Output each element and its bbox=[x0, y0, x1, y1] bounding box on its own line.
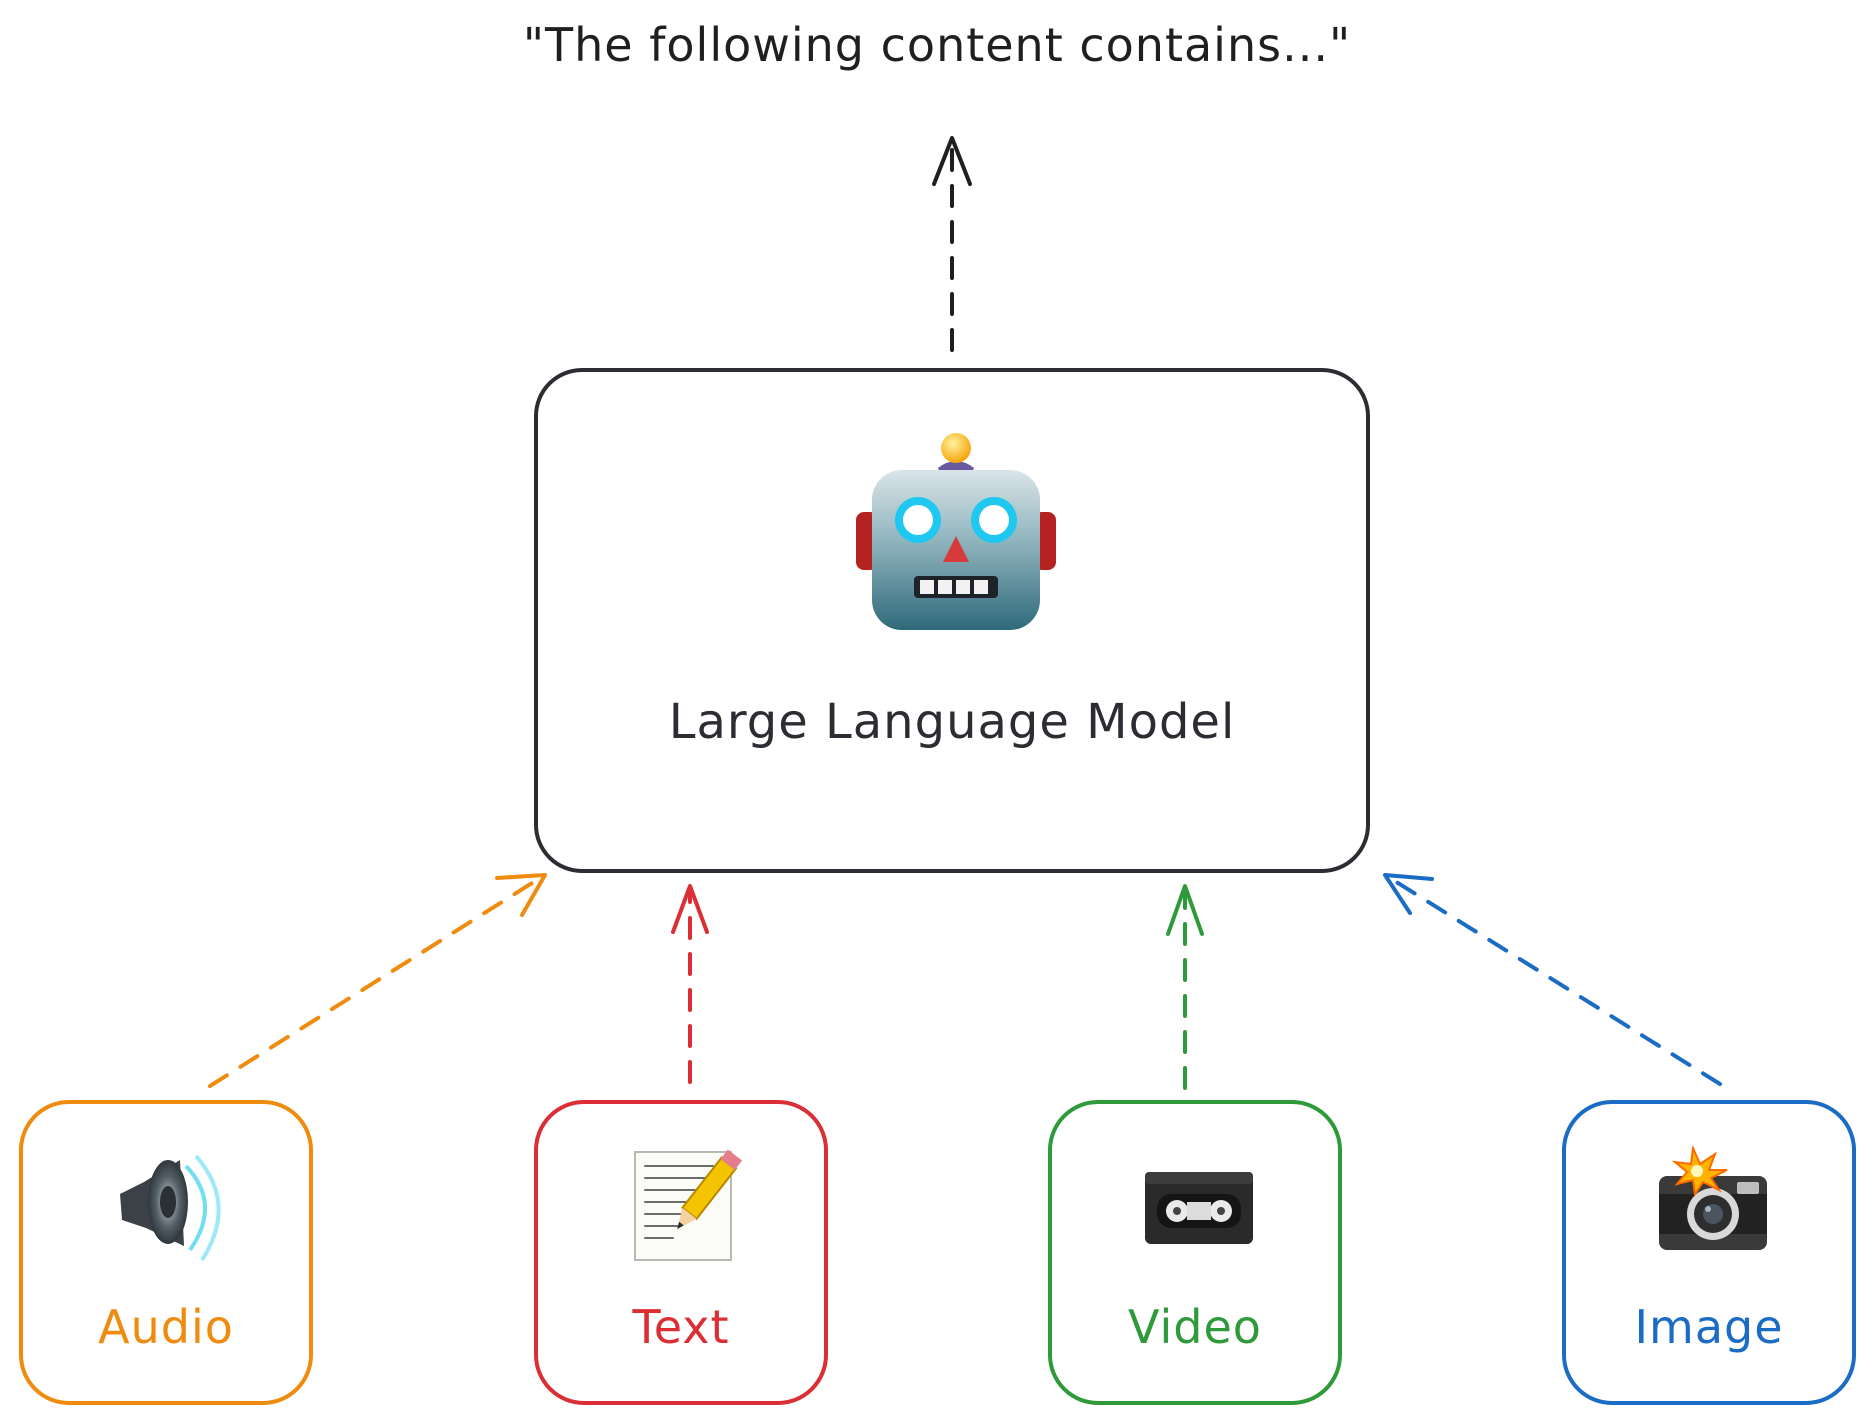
videocassette-icon bbox=[1145, 1172, 1253, 1244]
output-arrow bbox=[932, 136, 972, 352]
image-arrow bbox=[1383, 873, 1722, 1086]
input-label-video: Video bbox=[1128, 1300, 1262, 1354]
text-arrow bbox=[671, 884, 709, 1084]
llm-label: Large Language Model bbox=[668, 694, 1236, 750]
memo-pencil-icon bbox=[634, 1149, 743, 1261]
speaker-icon bbox=[120, 1154, 221, 1262]
audio-arrow bbox=[208, 873, 547, 1088]
video-arrow bbox=[1166, 884, 1204, 1090]
input-box-image: Image bbox=[1562, 1100, 1856, 1405]
input-box-text: Text bbox=[534, 1100, 828, 1405]
input-box-audio: Audio bbox=[19, 1100, 313, 1405]
output-text: "The following content contains..." bbox=[522, 18, 1352, 72]
input-label-audio: Audio bbox=[98, 1300, 234, 1354]
input-label-text: Text bbox=[632, 1300, 730, 1354]
input-box-video: Video bbox=[1048, 1100, 1342, 1405]
robot-icon bbox=[856, 433, 1056, 630]
camera-flash-icon bbox=[1659, 1146, 1767, 1250]
input-label-image: Image bbox=[1634, 1300, 1784, 1354]
llm-box: Large Language Model bbox=[534, 368, 1370, 873]
